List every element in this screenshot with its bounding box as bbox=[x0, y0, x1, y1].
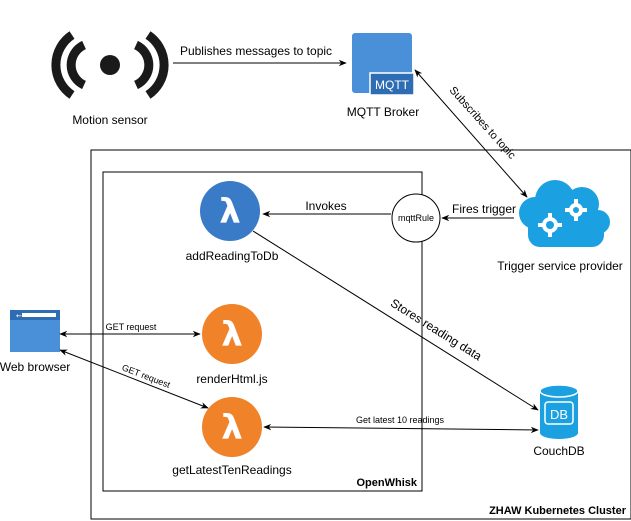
mqtt-rule-label: mqttRule bbox=[398, 213, 434, 223]
database-icon: DB bbox=[539, 384, 579, 439]
cloud-gears-icon bbox=[519, 180, 610, 247]
kubernetes-cluster-label: ZHAW Kubernetes Cluster bbox=[489, 505, 627, 517]
render-html-label: renderHtml.js bbox=[196, 372, 267, 386]
browser-window-icon: ← bbox=[10, 310, 60, 352]
mqtt-rule-node bbox=[391, 193, 441, 243]
broadcast-icon bbox=[51, 31, 169, 99]
edge-get-request-latest bbox=[59, 349, 209, 409]
lambda-icon: λ bbox=[202, 304, 262, 364]
edge-invokes-label: Invokes bbox=[305, 199, 346, 213]
mqtt-badge: MQTT bbox=[375, 78, 410, 92]
db-badge: DB bbox=[550, 407, 568, 422]
edge-fires-label: Fires trigger bbox=[452, 202, 516, 216]
add-reading-label: addReadingToDb bbox=[186, 249, 279, 263]
lambda-glyph-add: λ bbox=[219, 192, 241, 232]
edge-stores-label: Stores reading data bbox=[388, 296, 485, 364]
edge-publishes-label: Publishes messages to topic bbox=[180, 44, 332, 58]
trigger-provider-label: Trigger service provider bbox=[497, 259, 623, 273]
get-latest-label: getLatestTenReadings bbox=[172, 463, 291, 477]
motion-sensor-label: Motion sensor bbox=[72, 113, 147, 127]
svg-text:←: ← bbox=[16, 312, 22, 320]
edge-get-request-render-label: GET request bbox=[106, 322, 157, 332]
edge-subscribes bbox=[414, 69, 528, 198]
lambda-icon: λ bbox=[202, 397, 262, 457]
mqtt-broker-label: MQTT Broker bbox=[347, 105, 419, 119]
edge-get-latest-label: Get latest 10 readings bbox=[356, 415, 445, 425]
lambda-icon: λ bbox=[200, 181, 260, 241]
mqtt-broker-icon: MQTT bbox=[352, 33, 415, 96]
edge-stores bbox=[252, 230, 539, 411]
lambda-glyph-render: λ bbox=[221, 315, 243, 355]
openwhisk-label: OpenWhisk bbox=[356, 477, 417, 489]
lambda-glyph-latest: λ bbox=[221, 408, 243, 448]
edge-get-latest bbox=[263, 423, 539, 434]
couchdb-label: CouchDB bbox=[533, 444, 584, 458]
web-browser-label: Web browser bbox=[0, 360, 70, 374]
